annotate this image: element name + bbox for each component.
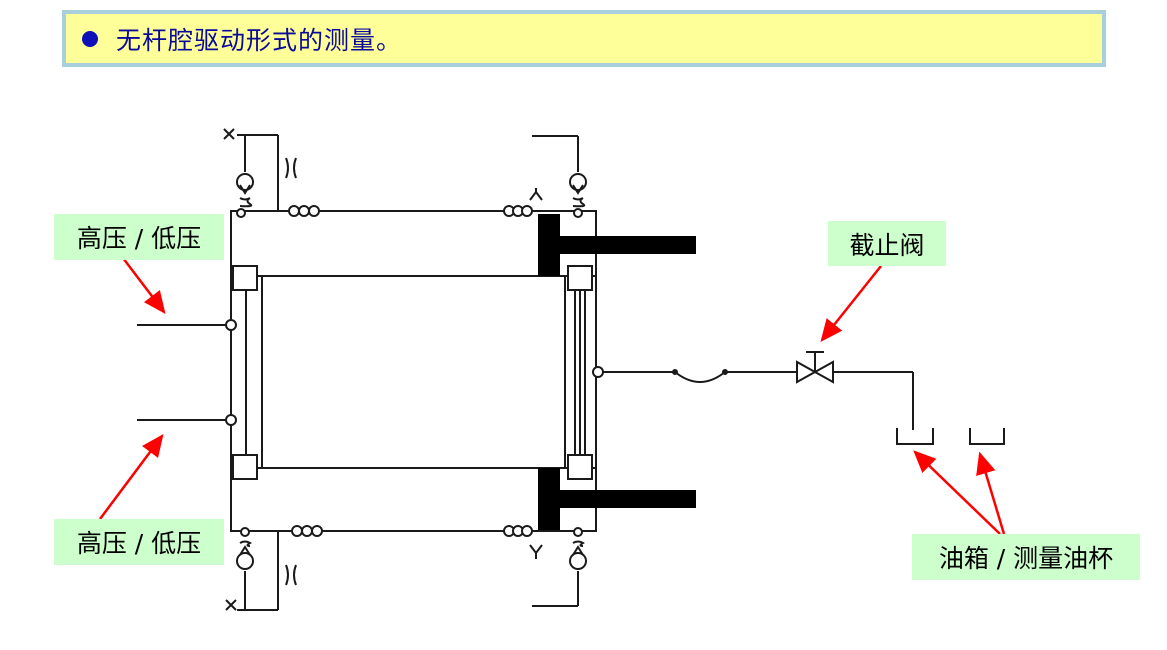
- label-port-top: 高压 / 低压: [54, 214, 224, 260]
- seal-square: [567, 454, 593, 480]
- seal-square: [232, 454, 258, 480]
- arrow-oil-tank: [913, 450, 1001, 535]
- arrow-top-port: [122, 257, 166, 314]
- title-banner: 无杆腔驱动形式的测量。: [62, 10, 1106, 67]
- label-port-bottom: 高压 / 低压: [54, 519, 224, 565]
- measuring-cup-icon: [969, 428, 1005, 445]
- arrow-measuring-cup: [976, 451, 1006, 535]
- piston-rod-bottom: [538, 490, 696, 508]
- page-title: 无杆腔驱动形式的测量。: [116, 25, 403, 55]
- arrow-bottom-port: [98, 433, 164, 520]
- cylinder-inner: [261, 275, 566, 469]
- seal-square: [567, 265, 593, 291]
- arrow-valve: [820, 265, 882, 342]
- label-oil-tank: 油箱 / 测量油杯: [912, 534, 1140, 580]
- oil-tank-icon: [896, 428, 934, 445]
- label-shutoff-valve: 截止阀: [828, 221, 946, 266]
- seal-square: [232, 265, 258, 291]
- bullet-icon: [82, 30, 98, 47]
- piston-rod-top: [538, 236, 696, 254]
